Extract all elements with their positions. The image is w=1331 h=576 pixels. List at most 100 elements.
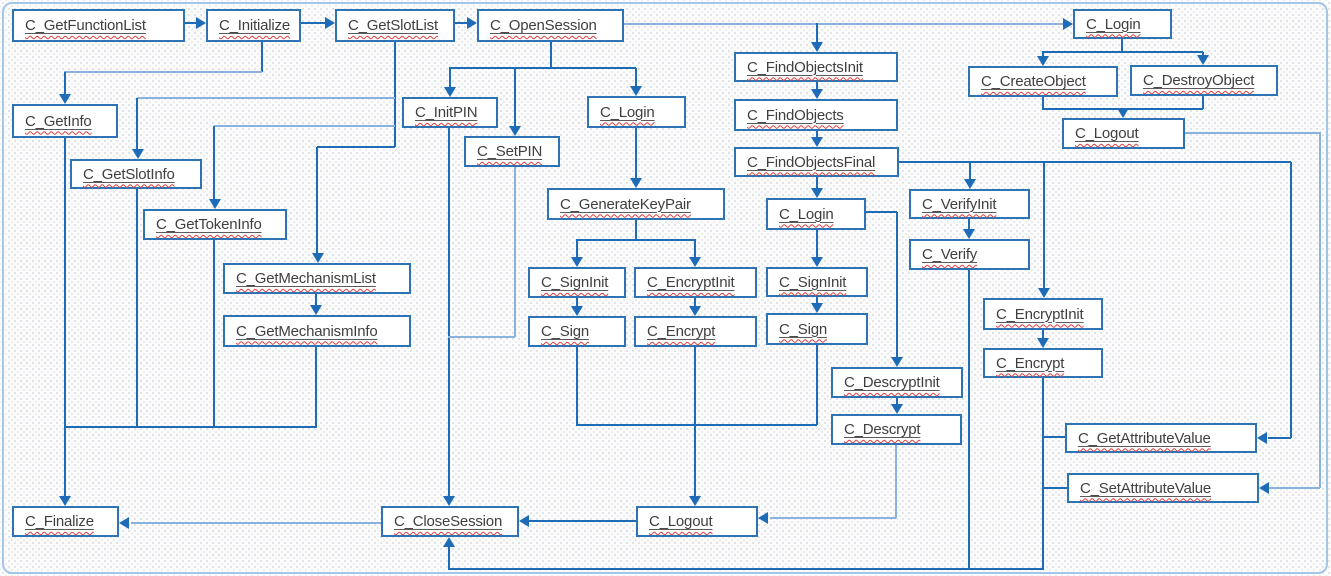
node-c-getmechanismlist[interactable]: C_GetMechanismList [223, 263, 411, 294]
arrowhead-down-icon [312, 253, 324, 263]
node-label: C_GetFunctionList [25, 17, 146, 34]
connector-segment [214, 125, 395, 127]
connector-segment [1319, 133, 1321, 488]
node-c-closesession[interactable]: C_CloseSession [381, 506, 519, 537]
arrowhead-right-icon [1063, 18, 1073, 30]
connector-segment [136, 98, 138, 150]
arrowhead-down-icon [811, 188, 823, 198]
node-c-logout-top[interactable]: C_Logout [1062, 118, 1185, 149]
node-c-login-top[interactable]: C_Login [1073, 9, 1172, 39]
arrowhead-down-icon [689, 306, 701, 316]
arrowhead-down-icon [630, 86, 642, 96]
arrowhead-left-icon [1259, 482, 1269, 494]
node-c-findobjectsfinal[interactable]: C_FindObjectsFinal [734, 147, 899, 177]
node-c-generatekeypair[interactable]: C_GenerateKeyPair [547, 188, 725, 220]
node-label: C_Finalize [25, 513, 94, 530]
node-label: C_DescryptInit [844, 374, 940, 391]
node-c-encrypt-1[interactable]: C_Encrypt [634, 316, 757, 347]
arrowhead-down-icon [891, 357, 903, 367]
node-label: C_GetAttributeValue [1078, 429, 1211, 447]
connector-segment [1043, 436, 1066, 438]
arrowhead-down-icon [811, 137, 823, 147]
connector-segment [449, 68, 451, 88]
node-c-signinit-2[interactable]: C_SignInit [766, 267, 868, 297]
node-c-setpin[interactable]: C_SetPIN [464, 136, 560, 167]
node-label: C_FindObjects [747, 106, 844, 124]
connector-segment [315, 294, 317, 307]
node-c-login-find[interactable]: C_Login [766, 198, 866, 230]
node-c-descryptinit[interactable]: C_DescryptInit [831, 367, 963, 398]
connector-segment [64, 138, 66, 427]
node-c-signinit-1[interactable]: C_SignInit [528, 267, 626, 298]
node-label: C_Logout [649, 513, 713, 530]
node-c-getfunctionlist[interactable]: C_GetFunctionList [12, 9, 185, 42]
node-label: C_Login [1086, 15, 1141, 33]
connector-segment [896, 212, 898, 358]
node-c-descrypt[interactable]: C_Descrypt [831, 414, 962, 445]
connector-segment [213, 240, 215, 427]
arrowhead-down-icon [132, 149, 144, 159]
connector-segment [64, 72, 66, 95]
connector-segment [635, 68, 637, 87]
node-c-finalize[interactable]: C_Finalize [12, 506, 119, 537]
arrowhead-down-icon [571, 306, 583, 316]
connector-segment [301, 22, 326, 24]
node-label: C_GetMechanismList [236, 270, 376, 287]
connector-segment [185, 22, 197, 24]
node-c-getinfo[interactable]: C_GetInfo [12, 104, 118, 138]
node-label: C_FindObjectsInit [747, 58, 863, 76]
connector-segment [1290, 162, 1292, 438]
node-c-verify[interactable]: C_Verify [909, 239, 1030, 270]
node-c-verifyinit[interactable]: C_VerifyInit [909, 189, 1030, 219]
connector-segment [529, 520, 636, 522]
node-c-findobjectsinit[interactable]: C_FindObjectsInit [734, 52, 898, 82]
connector-segment [1042, 51, 1203, 53]
node-c-getattributevalue[interactable]: C_GetAttributeValue [1065, 423, 1257, 453]
node-c-sign-2[interactable]: C_Sign [766, 313, 868, 345]
node-c-encrypt-2[interactable]: C_Encrypt [983, 348, 1103, 378]
connector-segment [137, 97, 395, 99]
connector-segment [968, 270, 970, 569]
connector-segment [816, 23, 818, 43]
node-label: C_Verify [922, 246, 978, 263]
node-c-initpin[interactable]: C_InitPIN [402, 97, 498, 128]
node-c-setattributevalue[interactable]: C_SetAttributeValue [1067, 473, 1259, 503]
arrowhead-down-icon [209, 199, 221, 209]
node-c-getslotinfo[interactable]: C_GetSlotInfo [70, 159, 202, 189]
node-c-initialize[interactable]: C_Initialize [206, 9, 301, 42]
node-c-login-session[interactable]: C_Login [587, 96, 686, 128]
node-c-getmechanisminfo[interactable]: C_GetMechanismInfo [223, 315, 411, 347]
node-label: C_Sign [779, 320, 827, 338]
connector-segment [394, 41, 396, 147]
node-label: C_SignInit [779, 273, 847, 291]
connector-segment [576, 239, 696, 241]
arrowhead-right-icon [467, 17, 477, 29]
arrowhead-down-icon [509, 126, 521, 136]
connector-segment [315, 347, 317, 427]
arrowhead-down-icon [811, 303, 823, 313]
node-c-encryptinit-1[interactable]: C_EncryptInit [634, 267, 757, 298]
node-label: C_SignInit [541, 274, 609, 291]
connector-segment [514, 68, 516, 127]
arrowhead-left-icon [119, 517, 129, 529]
connector-segment [1185, 132, 1321, 134]
node-c-opensession[interactable]: C_OpenSession [477, 9, 624, 42]
node-c-sign-1[interactable]: C_Sign [528, 316, 626, 347]
node-label: C_SetAttributeValue [1080, 479, 1212, 497]
arrowhead-down-icon [1037, 338, 1049, 348]
node-c-createobject[interactable]: C_CreateObject [968, 66, 1118, 97]
connector-segment [213, 126, 215, 200]
node-c-encryptinit-2[interactable]: C_EncryptInit [983, 298, 1103, 330]
node-label: C_Logout [1075, 125, 1139, 142]
connector-segment [899, 161, 1291, 163]
node-label: C_Login [600, 103, 655, 121]
node-c-getslotlist[interactable]: C_GetSlotList [335, 9, 455, 42]
node-c-destroyobject[interactable]: C_DestroyObject [1130, 65, 1278, 96]
arrowhead-left-icon [1257, 432, 1267, 444]
connector-segment [64, 426, 317, 428]
connector-segment [448, 128, 450, 497]
node-c-gettokeninfo[interactable]: C_GetTokenInfo [143, 209, 287, 240]
node-c-logout-bottom[interactable]: C_Logout [636, 506, 758, 537]
node-c-findobjects[interactable]: C_FindObjects [734, 99, 898, 131]
connector-segment [866, 211, 897, 213]
